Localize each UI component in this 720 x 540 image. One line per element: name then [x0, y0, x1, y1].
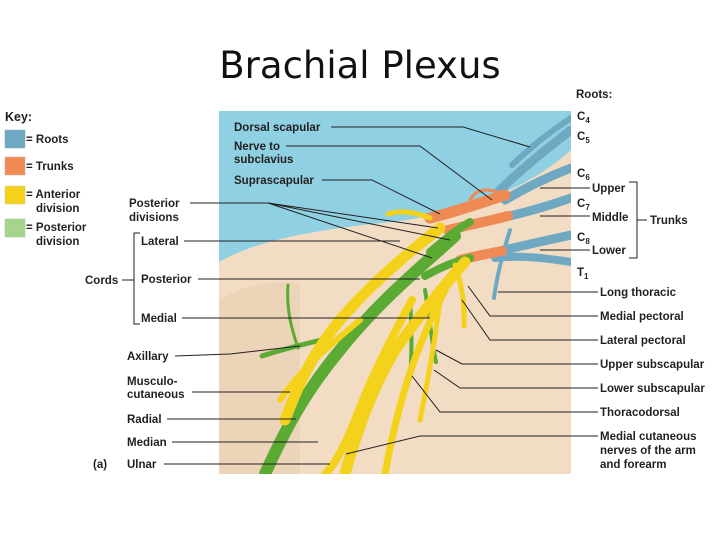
anterior-nerves — [277, 209, 471, 474]
root-c8 — [495, 230, 571, 256]
label-ulnar: Ulnar — [127, 459, 157, 471]
label-medial-pectoral: Medial pectoral — [600, 311, 684, 323]
lateral-cord — [279, 222, 446, 426]
cords-group-label: Cords — [85, 275, 118, 287]
cords-bracket — [122, 232, 140, 325]
label-long-thoracic: Long thoracic — [600, 287, 677, 299]
label-radial: Radial — [127, 414, 162, 426]
division-green-upper — [426, 218, 474, 256]
cord-label-medial: Medial — [141, 313, 177, 325]
leader-medial-pectoral — [467, 285, 598, 317]
trunk-label-upper: Upper — [592, 183, 626, 195]
key-label-roots: = Roots — [26, 134, 69, 146]
root-c4 — [509, 115, 571, 168]
leader-thoracodorsal — [411, 375, 598, 413]
key-legend: Key: = Roots = Trunks = Anterior divisio… — [4, 110, 90, 248]
top-labels: Dorsal scapular Nerve to subclavius Supr… — [234, 122, 531, 215]
musculocutaneous-nerve — [277, 317, 363, 403]
trunk-labels: Upper Middle Lower Trunks — [540, 181, 688, 259]
suprascapular-branch — [385, 209, 433, 221]
trunks-group-label: Trunks — [650, 215, 688, 227]
key-label-anterior: = Anterior division — [26, 189, 83, 215]
page-title: Brachial Plexus — [219, 44, 501, 87]
label-median: Median — [127, 437, 167, 449]
root-label-c8: C8 — [577, 232, 590, 246]
cords-labels: Cords Lateral Posterior Medial — [85, 232, 430, 325]
long-thoracic-root — [492, 228, 512, 300]
leader-dorsal-scapular — [331, 126, 531, 148]
root-label-t1: T1 — [577, 267, 589, 281]
key-swatch-trunks — [4, 156, 26, 176]
label-thoracodorsal: Thoracodorsal — [600, 407, 680, 419]
cord-label-posterior: Posterior — [141, 274, 192, 286]
label-upper-subscapular: Upper subscapular — [600, 359, 705, 371]
leader-lower-subscapular — [433, 369, 598, 389]
key-swatch-roots — [4, 129, 26, 149]
lateral-pectoral-branch — [452, 262, 467, 329]
key-title: Key: — [5, 110, 32, 124]
root-label-c5: C5 — [577, 131, 590, 145]
trunk-label-middle: Middle — [592, 212, 628, 224]
leader-axillary — [174, 345, 301, 357]
axillary-branch — [286, 283, 300, 350]
ulnar-nerve — [381, 286, 449, 474]
trunk-upper — [424, 189, 511, 224]
cord-label-lateral: Lateral — [141, 236, 179, 248]
root-label-c4: C4 — [577, 111, 590, 125]
key-swatch-posterior — [4, 218, 26, 238]
trunk-label-lower: Lower — [592, 245, 626, 257]
leader-upper-subscapular — [435, 349, 598, 365]
label-posterior-divisions: Posterior divisions — [129, 198, 183, 224]
root-c6 — [500, 163, 571, 205]
roots-labels: Roots: C4 C5 C6 C7 C8 T1 — [576, 89, 612, 281]
root-label-c7: C7 — [577, 198, 590, 212]
label-lateral-pectoral: Lateral pectoral — [600, 335, 686, 347]
leader-nerve-to-subclavius — [286, 145, 493, 201]
median-nerve — [321, 296, 416, 474]
right-labels: Long thoracic Medial pectoral Lateral pe… — [345, 285, 705, 471]
leader-lateral-pectoral — [461, 299, 598, 341]
leader-posterior-divisions — [190, 202, 451, 259]
figure-letter: (a) — [93, 459, 107, 471]
posterior-divisions-labels: Posterior divisions — [129, 198, 451, 259]
label-medial-cutaneous: Medial cutaneous nerves of the arm and f… — [600, 431, 700, 471]
key-label-posterior: = Posterior division — [26, 222, 90, 248]
medial-cutaneous-branch — [417, 297, 443, 423]
leader-suprascapular — [322, 179, 441, 215]
label-dorsal-scapular: Dorsal scapular — [234, 122, 321, 134]
roots-title: Roots: — [576, 89, 612, 101]
label-lower-subscapular: Lower subscapular — [600, 383, 705, 395]
label-axillary: Axillary — [127, 351, 169, 363]
posterior-cord — [259, 230, 461, 474]
trunks-bracket — [629, 181, 647, 259]
label-musculocutaneous: Musculo- cutaneous — [127, 376, 185, 401]
key-label-trunks: = Trunks — [26, 161, 74, 173]
label-nerve-to-subclavius: Nerve to subclavius — [234, 141, 293, 166]
dorsal-scapular-branch — [468, 188, 500, 202]
label-suprascapular: Suprascapular — [234, 175, 314, 187]
root-label-c6: C6 — [577, 168, 590, 182]
leader-medial-cutaneous — [345, 435, 598, 455]
key-swatch-anterior — [4, 185, 26, 205]
root-c5 — [493, 125, 571, 197]
arm-shade — [219, 282, 300, 474]
subscapular-branch — [423, 288, 438, 364]
left-labels: Axillary Musculo- cutaneous Radial Media… — [93, 345, 330, 471]
